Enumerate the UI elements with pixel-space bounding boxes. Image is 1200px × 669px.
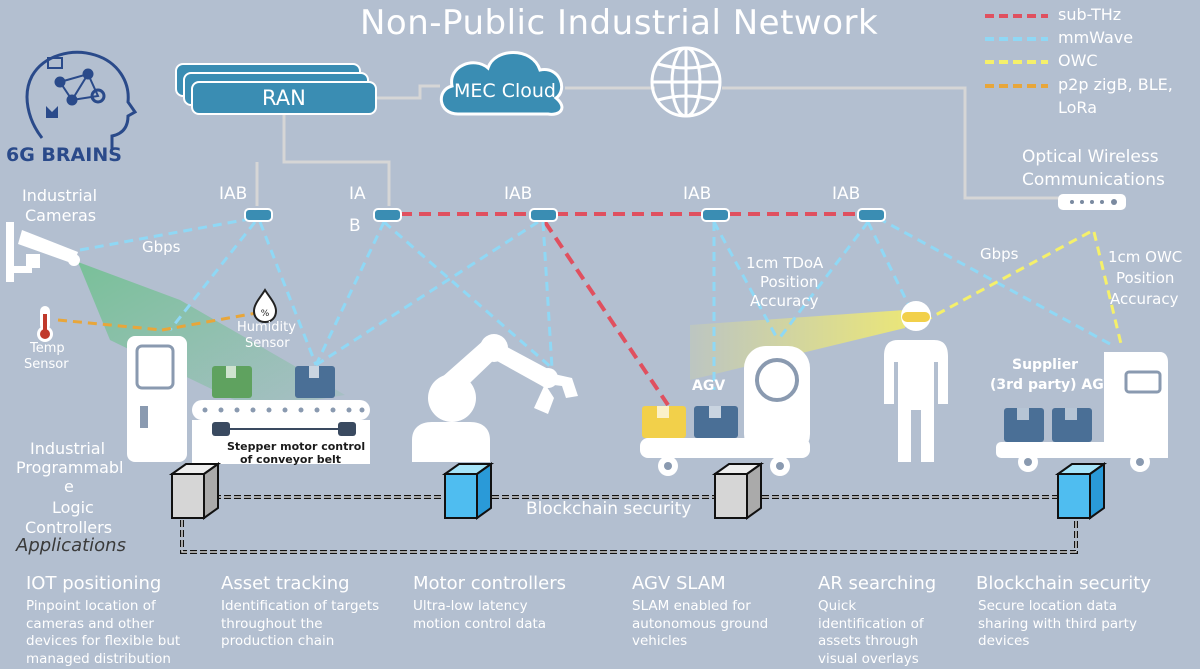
app-title-asset-tracking: Asset tracking: [221, 573, 350, 594]
owc-title-line1: Optical Wireless: [1022, 147, 1159, 167]
iab-label-2-line1: IA: [349, 184, 366, 204]
app-title-motor-controllers: Motor controllers: [413, 573, 566, 594]
iab-nodes: [244, 208, 886, 222]
mec-cloud-label: MEC Cloud: [454, 80, 556, 102]
plc-cabinet-icon: [127, 336, 187, 462]
supplier-label-line1: Supplier: [1012, 357, 1079, 373]
blockchain-block-1: [168, 462, 222, 520]
plc-label-line1: Industrial: [30, 439, 106, 458]
humidity-label-line2: Sensor: [245, 336, 290, 351]
owc-transceiver-icon: [1058, 194, 1126, 210]
app-desc-motor-controllers: Ultra-low latency motion control data: [413, 598, 547, 632]
sub-thz-links: [400, 212, 858, 407]
camera-beam: [78, 262, 345, 410]
tdoa-label-line2: Position: [760, 273, 819, 291]
thermometer-icon: [37, 306, 53, 342]
app-title-ar-searching: AR searching: [818, 573, 937, 594]
legend-swatches: [985, 14, 1048, 88]
ar-beam: [690, 310, 905, 380]
owc-links: [929, 230, 1124, 349]
iab-label-1: IAB: [219, 184, 248, 204]
app-desc-asset-tracking: Identification of targets throughout the…: [221, 598, 380, 650]
conveyor-belt-icon: [192, 400, 370, 464]
ran-label: RAN: [262, 86, 306, 110]
app-desc-blockchain-security: Secure location data sharing with third …: [978, 598, 1137, 650]
owc-accuracy-line2: Position: [1116, 269, 1175, 287]
iab-label-5: IAB: [832, 184, 861, 204]
humidity-label-line1: Humidity: [237, 320, 296, 335]
plc-label-line4: Logic: [52, 498, 94, 517]
logo-head-icon: [25, 50, 138, 150]
tdoa-label-line3: Accuracy: [750, 292, 819, 310]
legend-sub-thz: sub-THz: [1058, 5, 1122, 24]
package-boxes: [212, 366, 335, 398]
applications-heading: Applications: [16, 535, 126, 556]
legend-p2p-line1: p2p zigB, BLE,: [1058, 75, 1173, 94]
mmwave-links: [79, 216, 1113, 390]
plc-label-line2: Programmabl: [16, 458, 124, 477]
gbps-label-right: Gbps: [980, 245, 1019, 263]
p2p-links: [57, 310, 263, 332]
app-title-blockchain-security: Blockchain security: [976, 573, 1152, 594]
robot-arm-icon: [412, 334, 578, 462]
tdoa-label-line1: 1cm TDoA: [746, 254, 824, 272]
worker-ar-icon: [884, 301, 948, 462]
supplier-label-line2: (3rd party) AGV: [990, 377, 1115, 393]
iab-label-3: IAB: [504, 184, 533, 204]
globe-icon: [650, 46, 722, 118]
svg-text:%: %: [261, 309, 270, 319]
cloud-icon: [440, 51, 564, 116]
app-title-iot-positioning: IOT positioning: [26, 573, 162, 594]
page-title: Non-Public Industrial Network: [360, 3, 879, 43]
app-title-agv-slam: AGV SLAM: [632, 573, 726, 594]
supplier-truck-icon: [996, 352, 1168, 472]
legend-mmwave: mmWave: [1058, 28, 1134, 47]
plc-label-line5: Controllers: [25, 518, 113, 537]
plc-label-line3: e: [64, 477, 74, 496]
temp-sensor-label-line1: Temp: [30, 341, 65, 356]
stepper-label-line1: Stepper motor control: [227, 440, 366, 453]
iab-label-2-line2: B: [349, 216, 361, 236]
stepper-label-line2: of conveyor belt: [240, 453, 342, 466]
ran-stack-icon: [175, 63, 377, 115]
blockchain-label: Blockchain security: [526, 499, 692, 519]
agv-label: AGV: [692, 378, 726, 394]
owc-accuracy-line3: Accuracy: [1110, 290, 1179, 308]
camera-icon: [6, 222, 80, 282]
app-desc-ar-searching: Quick identification of assets through v…: [818, 598, 924, 667]
legend-p2p-line2: LoRa: [1058, 98, 1097, 117]
agv-vehicle-icon: [640, 346, 810, 476]
gbps-label-left: Gbps: [142, 238, 181, 256]
blockchain-block-3: [711, 462, 765, 520]
blockchain-block-2: [441, 462, 495, 520]
cameras-label-line2: Cameras: [25, 206, 97, 225]
app-desc-agv-slam: SLAM enabled for autonomous ground vehic…: [632, 598, 769, 650]
blockchain-chain-highlight: [181, 496, 1077, 553]
app-desc-iot-positioning: Pinpoint location of cameras and other d…: [26, 598, 181, 667]
owc-accuracy-line1: 1cm OWC: [1108, 248, 1183, 266]
cameras-label-line1: Industrial: [22, 186, 98, 205]
legend-owc: OWC: [1058, 51, 1098, 70]
humidity-drop-icon: %: [252, 288, 278, 324]
blockchain-block-4: [1054, 462, 1108, 520]
backbone-wires: [255, 84, 1060, 206]
iab-label-4: IAB: [683, 184, 712, 204]
logo-text: 6G BRAINS: [6, 144, 122, 166]
owc-title-line2: Communications: [1022, 170, 1165, 190]
temp-sensor-label-line2: Sensor: [24, 357, 69, 372]
